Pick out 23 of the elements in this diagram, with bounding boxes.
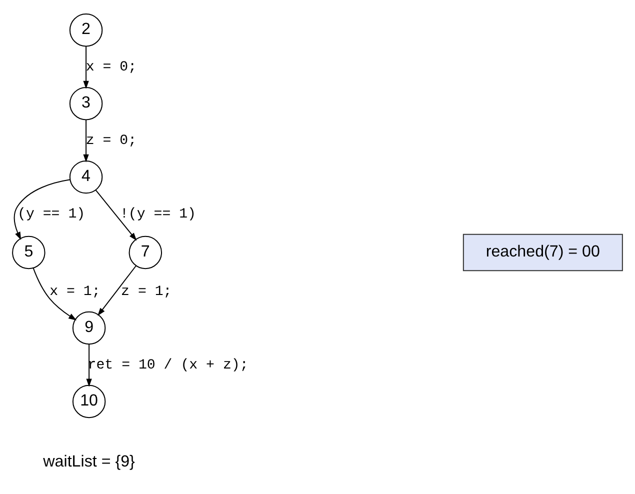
- node-box: reached(7) = 00: [462, 233, 623, 271]
- arrow: [95, 189, 137, 240]
- node-circle: 5: [12, 235, 46, 269]
- node-circle: 7: [128, 235, 162, 269]
- edge-label: !(y == 1): [120, 206, 196, 222]
- arrow: [14, 178, 70, 240]
- label: waitList = {9}: [43, 452, 135, 470]
- edge-label: x = 1;: [50, 284, 100, 300]
- arrow: [83, 46, 89, 88]
- node-circle: 9: [72, 310, 106, 344]
- arrow: [86, 344, 92, 386]
- edge-label: z = 0;: [86, 132, 137, 149]
- arrow: [32, 267, 77, 320]
- edge-label: (y == 1): [18, 206, 86, 222]
- node-circle: 2: [69, 13, 103, 46]
- edge-label: z = 1;: [121, 284, 172, 300]
- edge-label: ret = 10 / (x + z);: [88, 356, 248, 373]
- node-circle: 10: [72, 384, 106, 418]
- arrow: [98, 265, 136, 316]
- node-circle: 3: [69, 86, 103, 120]
- node-circle: 4: [69, 160, 103, 194]
- edge-label: x = 0;: [86, 59, 137, 76]
- arrow: [83, 119, 89, 162]
